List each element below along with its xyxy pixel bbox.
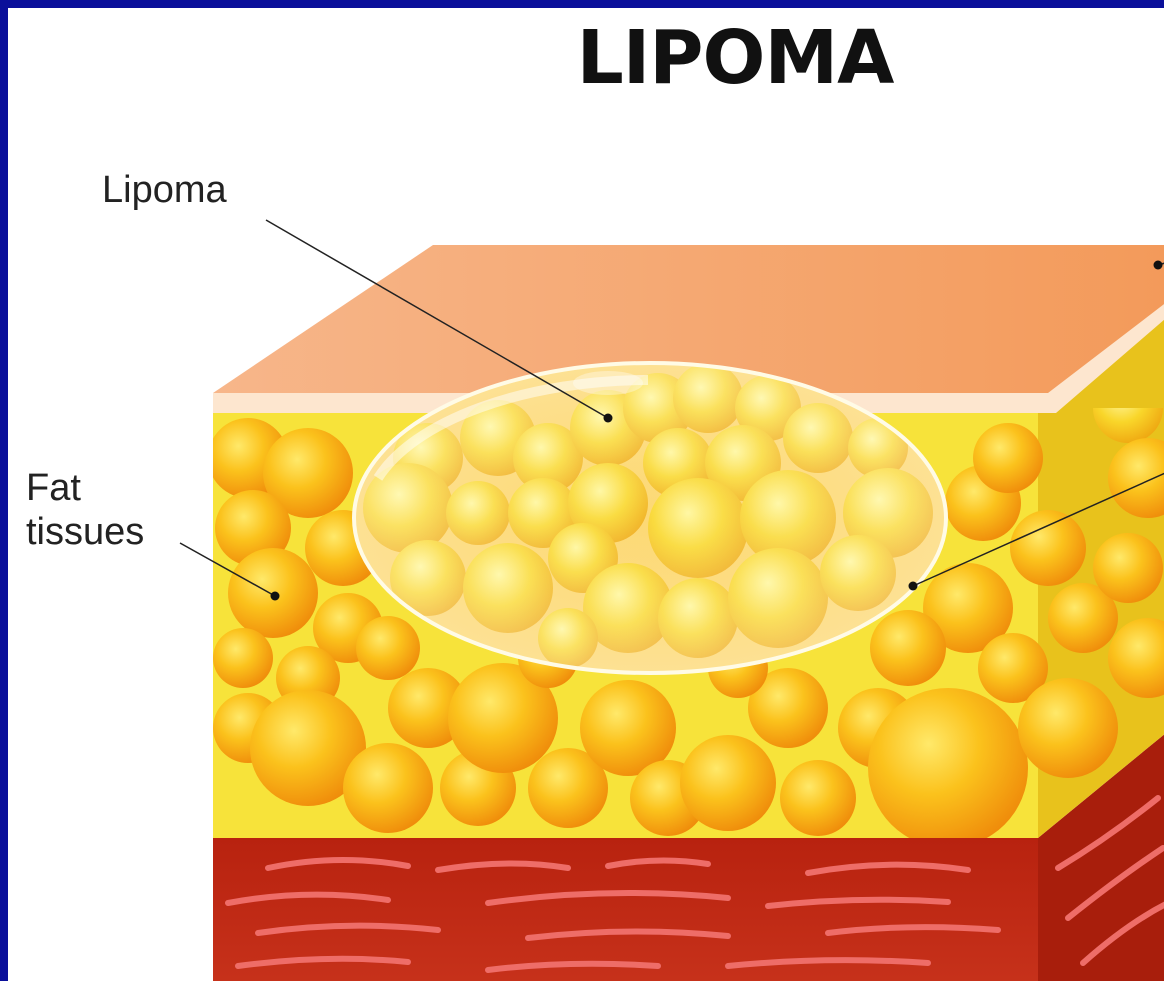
- lipoma-leader-dot: [604, 414, 613, 423]
- skin-leader-dot: [1154, 261, 1163, 270]
- capsule-leader-dot: [909, 582, 918, 591]
- fat-tissues-label-line2: tissues: [26, 510, 144, 554]
- lipoma-cross-section-illustration: [8, 8, 1164, 981]
- fat-tissues-label: Fat tissues: [26, 466, 144, 554]
- lipoma-mass: [354, 363, 946, 673]
- fat-tissues-label-line1: Fat: [26, 466, 144, 510]
- lipoma-label: Lipoma: [102, 168, 227, 212]
- fat-tissues-leader-dot: [271, 592, 280, 601]
